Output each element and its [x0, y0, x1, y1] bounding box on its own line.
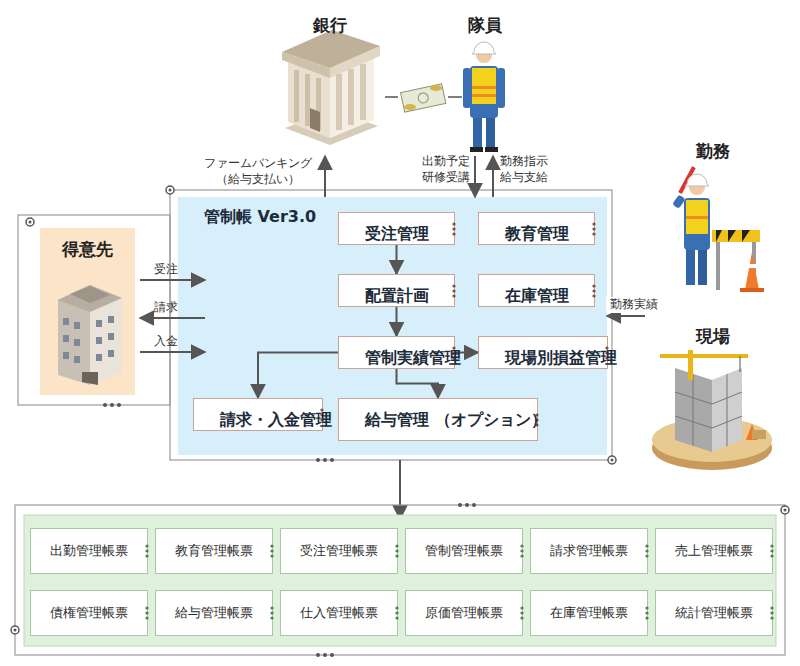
box-label: 統計管理帳票 [675, 604, 753, 622]
box-dots [395, 544, 399, 558]
flow-arrow [140, 351, 205, 353]
client-frame [18, 215, 170, 407]
report-box: 出勤管理帳票 [30, 528, 148, 574]
flow-arrow [396, 245, 398, 274]
money [385, 84, 462, 112]
edge-label: 勤務指示 給与支給 [500, 154, 562, 185]
box-label: 請求管理帳票 [550, 542, 628, 560]
figure-label: 現場 [645, 325, 780, 348]
box-label: 教育管理 [505, 223, 569, 245]
box-label: 給与管理 （オプション） [365, 409, 547, 431]
bank-building [282, 30, 380, 145]
box-dots [770, 544, 774, 558]
report-box: 請求管理帳票 [530, 528, 648, 574]
process-box: 在庫管理 [478, 274, 595, 307]
system-panel-node: 管制帳 Ver3.0 受注管理 教育管理配置計画 在庫管理管制実績管理現場別損益管理請… [178, 197, 607, 455]
edge-label: 勤務実績 [606, 297, 662, 313]
client-node: 得意先 [40, 228, 135, 395]
guard-figure [463, 42, 505, 152]
box-label: 教育管理帳票 [175, 542, 253, 560]
construction-site [652, 350, 772, 470]
box-label: 売上管理帳票 [675, 542, 753, 560]
figure-node: 現場 [645, 325, 780, 485]
process-box: 給与管理 （オプション） [338, 398, 538, 441]
box-dots [145, 606, 149, 620]
box-label: 請求・入金管理 [220, 409, 332, 431]
box-label: 給与管理帳票 [175, 604, 253, 622]
box-dots [520, 606, 524, 620]
report-box: 原価管理帳票 [405, 590, 523, 636]
process-box: 請求・入金管理 [193, 398, 323, 431]
box-label: 在庫管理 [505, 285, 569, 307]
box-label: 管制実績管理 [365, 347, 461, 369]
box-dots [770, 606, 774, 620]
box-label: 在庫管理帳票 [550, 604, 628, 622]
output-arrow [399, 460, 401, 519]
report-box: 管制管理帳票 [405, 528, 523, 574]
box-label: 出勤管理帳票 [50, 542, 128, 560]
figure-node: 勤務 [645, 140, 780, 325]
office-building [58, 285, 122, 385]
figure-node: 銀行 [278, 14, 382, 154]
box-dots [645, 606, 649, 620]
edge-label: 受注 [146, 262, 186, 278]
flow-arrow [492, 156, 494, 197]
box-label: 仕入管理帳票 [300, 604, 378, 622]
flow-arrow [397, 369, 439, 398]
figure-label: 勤務 [645, 140, 780, 163]
report-box: 売上管理帳票 [655, 528, 773, 574]
box-label: 管制管理帳票 [425, 542, 503, 560]
report-box: 受注管理帳票 [280, 528, 398, 574]
box-label: 原価管理帳票 [425, 604, 503, 622]
edge-label: 請求 [146, 300, 186, 316]
process-box: 管制実績管理 [338, 336, 455, 369]
system-panel [166, 186, 616, 464]
edge-label: 出勤予定 研修受講 [408, 154, 470, 185]
report-box: 在庫管理帳票 [530, 590, 648, 636]
figure-label: 銀行 [278, 14, 382, 37]
box-dots [520, 544, 524, 558]
flow-arrow [140, 279, 205, 281]
flow-arrow [324, 156, 326, 197]
process-box: 現場別損益管理 [478, 336, 608, 369]
box-dots [395, 606, 399, 620]
box-dots [452, 284, 456, 298]
box-dots [592, 284, 596, 298]
panel-title: 管制帳 Ver3.0 [204, 207, 316, 228]
box-dots [270, 606, 274, 620]
process-box: 配置計画 [338, 274, 455, 307]
edge-label: 入金 [146, 334, 186, 350]
report-box: 債権管理帳票 [30, 590, 148, 636]
box-dots [145, 544, 149, 558]
reports-panel [11, 503, 789, 657]
flow-arrow [474, 156, 476, 197]
box-label: 現場別損益管理 [505, 347, 617, 369]
process-box: 教育管理 [478, 212, 595, 245]
box-dots [645, 544, 649, 558]
box-label: 受注管理 [365, 223, 429, 245]
flow-arrow [396, 307, 398, 336]
figure-label: 隊員 [450, 14, 520, 37]
box-dots [452, 222, 456, 236]
box-label: 配置計画 [365, 285, 429, 307]
box-dots [592, 222, 596, 236]
traffic-guard [672, 156, 764, 292]
report-box: 仕入管理帳票 [280, 590, 398, 636]
figure-node: 隊員 [450, 14, 520, 154]
figure-label: 得意先 [40, 238, 135, 261]
process-box: 受注管理 [338, 212, 455, 245]
flow-arrow [258, 353, 338, 399]
flow-arrow [140, 317, 205, 319]
report-box: 教育管理帳票 [155, 528, 273, 574]
box-label: 受注管理帳票 [300, 542, 378, 560]
report-box: 統計管理帳票 [655, 590, 773, 636]
flow-arrow [607, 315, 645, 317]
edge-label: ファームバンキング （給与支払い） [198, 156, 318, 187]
box-dots [270, 544, 274, 558]
report-box: 給与管理帳票 [155, 590, 273, 636]
box-label: 債権管理帳票 [50, 604, 128, 622]
